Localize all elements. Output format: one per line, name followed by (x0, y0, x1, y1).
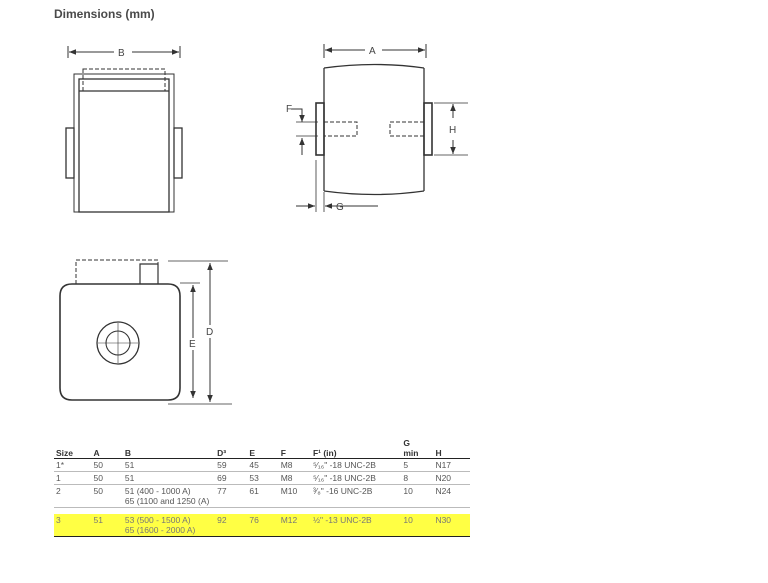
header-e: E (247, 438, 279, 459)
cell-size: 1 (54, 471, 92, 485)
cell-g: 10 (401, 514, 434, 537)
cell-f: M10 (278, 484, 311, 508)
cell-b-line: 65 (1600 - 2000 A) (124, 525, 196, 535)
cell-g: 10 (401, 484, 434, 508)
header-f: F (278, 438, 311, 459)
cell-f-in: ⁵⁄₁₆" -18 UNC-2B (310, 471, 402, 485)
cell-b: 51 (122, 471, 216, 485)
header-f-in: F¹ (in) (310, 438, 402, 459)
cell-size: 1* (54, 458, 92, 472)
dimension-label-d: D (206, 327, 213, 338)
cell-b: 51 (400 - 1000 A)65 (1100 and 1250 (A) (122, 484, 216, 508)
table-row: 1* 50 51 59 45 M8 ⁵⁄₁₆" -18 UNC-2B 5 N17 (54, 458, 470, 472)
header-a: A (91, 438, 123, 459)
dimension-label-g: G (336, 202, 344, 213)
cell-e: 76 (247, 514, 279, 537)
end-view-drawing (59, 259, 232, 405)
cell-a: 50 (91, 458, 123, 472)
cell-f: M12 (278, 514, 311, 537)
cell-b: 51 (122, 458, 216, 472)
cell-d: 69 (215, 471, 248, 485)
table-row-highlighted: 3 51 53 (500 - 1500 A)65 (1600 - 2000 A)… (54, 514, 470, 537)
cell-d: 92 (215, 514, 248, 537)
cell-e: 45 (247, 458, 279, 472)
cell-b-line: 51 (400 - 1000 A) (124, 486, 191, 496)
cell-size: 2 (54, 484, 92, 508)
header-b: B (122, 438, 216, 459)
dimension-label-e: E (189, 339, 196, 350)
cell-g: 5 (401, 458, 434, 472)
header-g: G (403, 438, 410, 448)
cell-a: 50 (91, 484, 123, 508)
cell-f: M8 (278, 458, 311, 472)
header-g-min-label: min (403, 448, 419, 458)
dimension-label-f: F (286, 104, 292, 115)
cell-h: N30 (433, 514, 470, 537)
cell-size: 3 (54, 514, 92, 537)
dimension-label-b: B (118, 48, 125, 59)
dimension-label-a: A (369, 46, 376, 57)
header-d: D³ (215, 438, 248, 459)
dimension-drawings: B A F G H (59, 44, 468, 405)
cell-e: 53 (247, 471, 279, 485)
cell-e: 61 (247, 484, 279, 508)
table-row: 1 50 51 69 53 M8 ⁵⁄₁₆" -18 UNC-2B 8 N20 (54, 471, 470, 485)
side-view-drawing (291, 44, 468, 212)
cell-h: N17 (433, 458, 470, 472)
cell-a: 51 (91, 514, 123, 537)
cell-g: 8 (401, 471, 434, 485)
front-view-drawing (65, 46, 183, 213)
cell-b: 53 (500 - 1500 A)65 (1600 - 2000 A) (122, 514, 216, 537)
header-size: Size (54, 438, 92, 459)
cell-f-in: ½" -13 UNC-2B (310, 514, 402, 537)
cell-b-line: 65 (1100 and 1250 (A) (124, 496, 210, 506)
cell-f-in: ³⁄₈" -16 UNC-2B (310, 484, 402, 508)
cell-b-line: 53 (500 - 1500 A) (124, 515, 191, 525)
table-row: 2 50 51 (400 - 1000 A)65 (1100 and 1250 … (54, 484, 470, 508)
cell-h: N24 (433, 484, 470, 508)
cell-d: 77 (215, 484, 248, 508)
cell-a: 50 (91, 471, 123, 485)
cell-f: M8 (278, 471, 311, 485)
cell-f-in: ⁵⁄₁₆" -18 UNC-2B (310, 458, 402, 472)
section-title: Dimensions (mm) (54, 7, 155, 21)
cell-h: N20 (433, 471, 470, 485)
header-h: H (433, 438, 470, 459)
dimension-label-h: H (449, 125, 456, 136)
cell-d: 59 (215, 458, 248, 472)
